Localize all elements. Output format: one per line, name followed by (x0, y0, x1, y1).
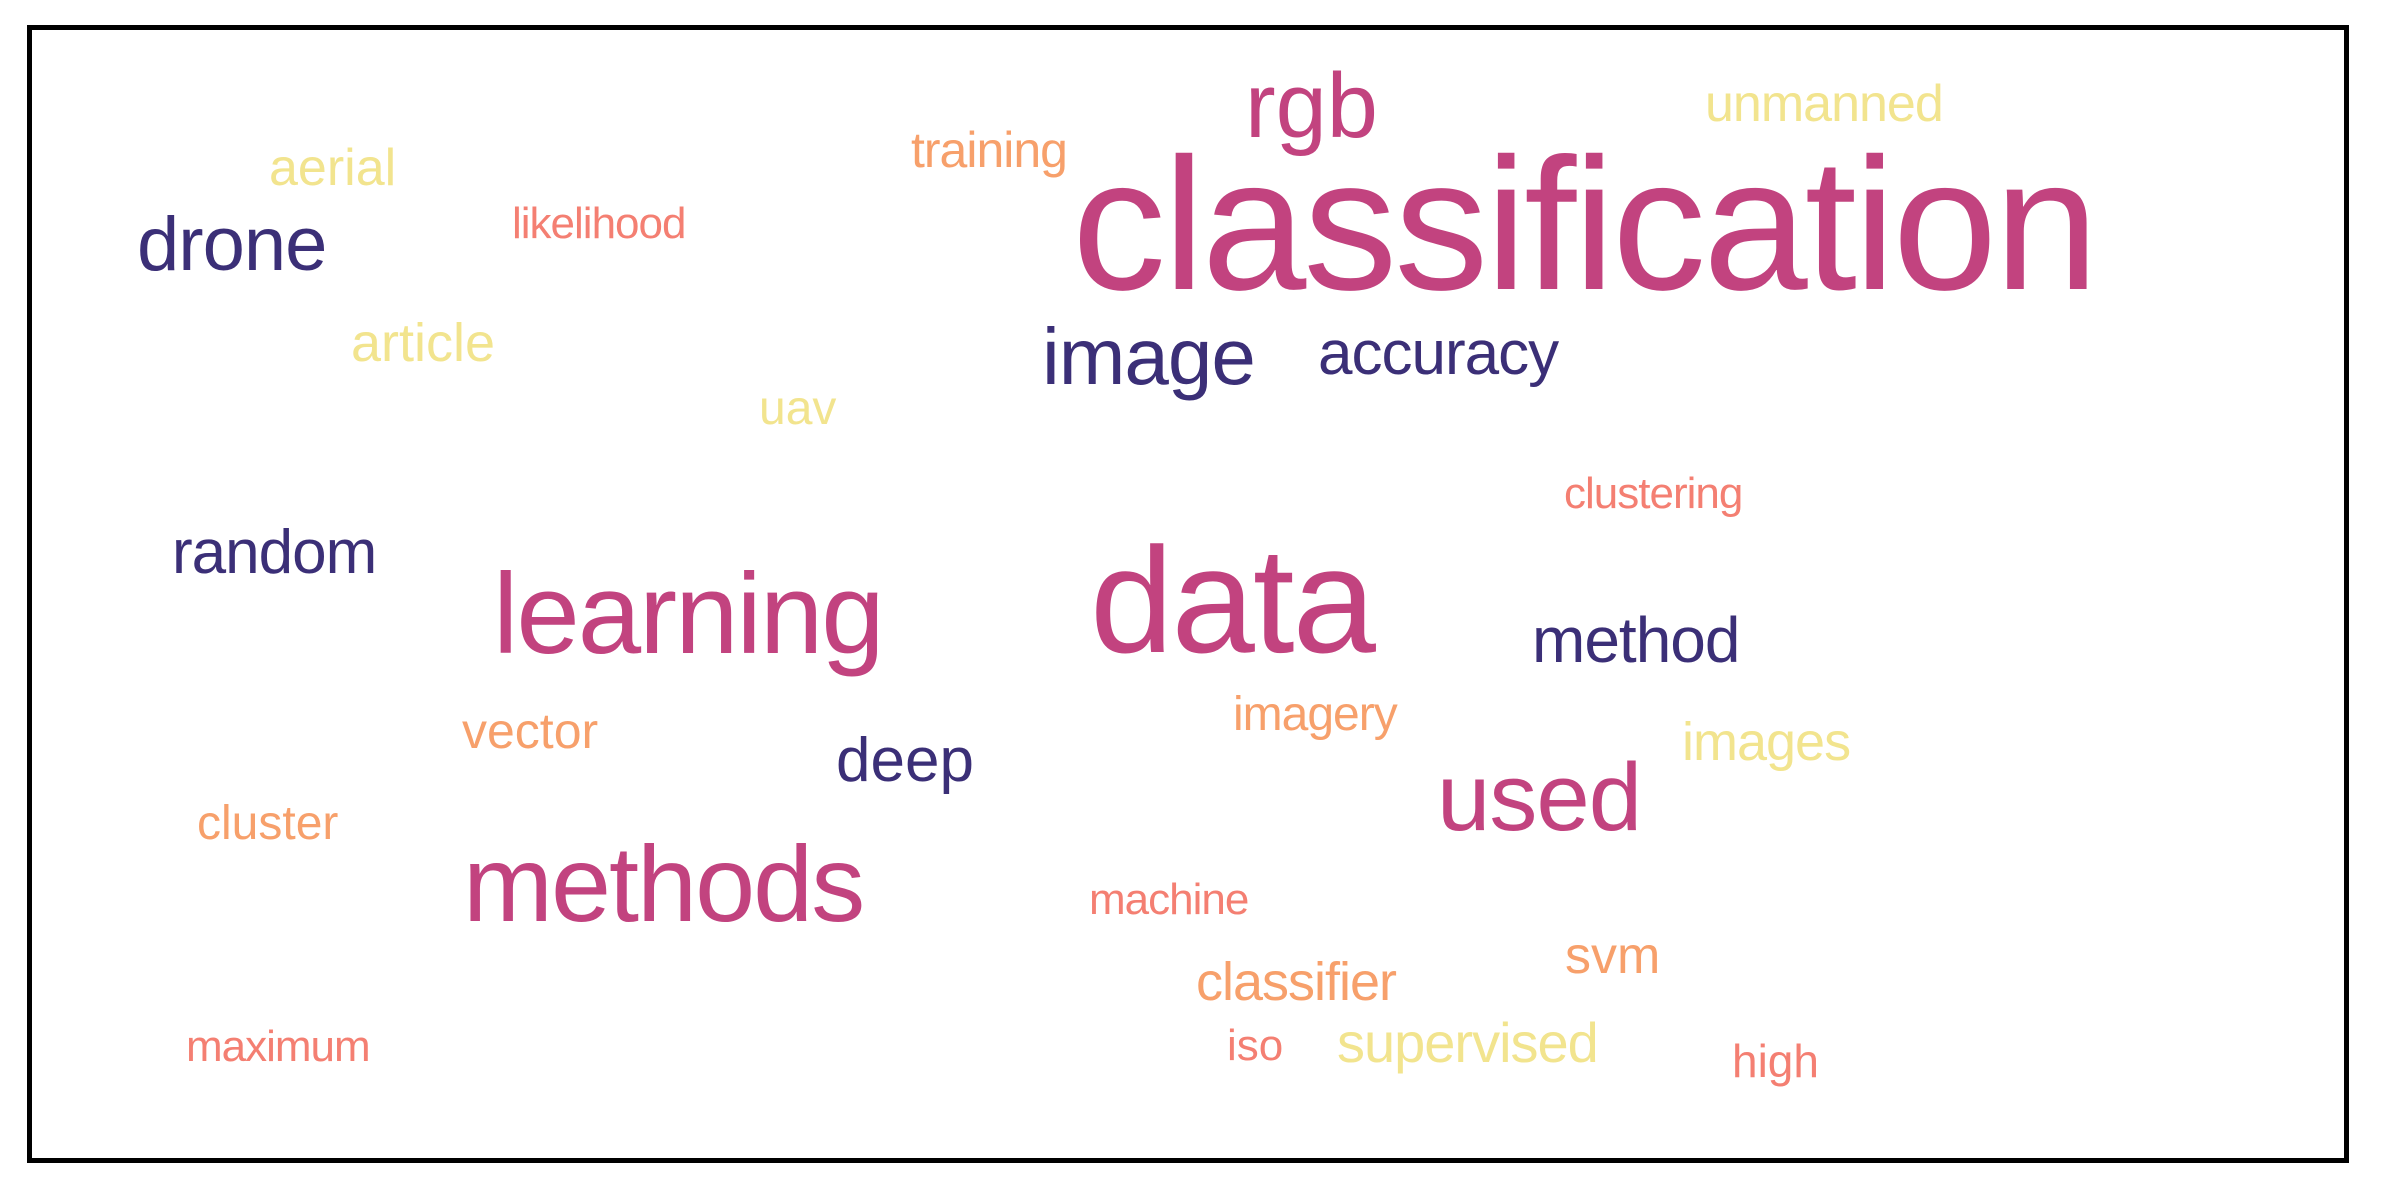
word-data: data (1090, 516, 1376, 684)
word-svm: svm (1565, 927, 1661, 985)
word-clustering: clustering (1564, 469, 1743, 518)
word-classification: classification (1072, 119, 2099, 329)
word-method: method (1532, 604, 1740, 676)
word-supervised: supervised (1337, 1011, 1599, 1074)
word-maximum: maximum (186, 1022, 371, 1071)
word-deep: deep (836, 726, 974, 795)
word-imagery: imagery (1233, 688, 1398, 741)
word-cluster: cluster (197, 797, 339, 850)
word-vector: vector (462, 703, 599, 759)
word-article: article (351, 313, 496, 373)
word-image: image (1042, 312, 1256, 401)
word-random: random (172, 518, 377, 587)
word-methods: methods (463, 823, 865, 944)
word-aerial: aerial (269, 139, 397, 197)
word-high: high (1732, 1035, 1819, 1087)
word-rgb: rgb (1245, 55, 1378, 157)
word-unmanned: unmanned (1705, 75, 1944, 133)
word-learning: learning (493, 551, 885, 678)
word-uav: uav (759, 382, 837, 435)
word-cloud-frame: classification data learning methods use… (27, 25, 2349, 1163)
word-used: used (1437, 744, 1642, 851)
word-images: images (1682, 712, 1851, 772)
word-likelihood: likelihood (512, 199, 686, 248)
word-accuracy: accuracy (1318, 319, 1559, 388)
word-training: training (911, 122, 1068, 178)
word-classifier: classifier (1196, 952, 1397, 1012)
word-drone: drone (137, 202, 327, 287)
word-iso: iso (1227, 1021, 1284, 1070)
word-machine: machine (1089, 875, 1249, 924)
